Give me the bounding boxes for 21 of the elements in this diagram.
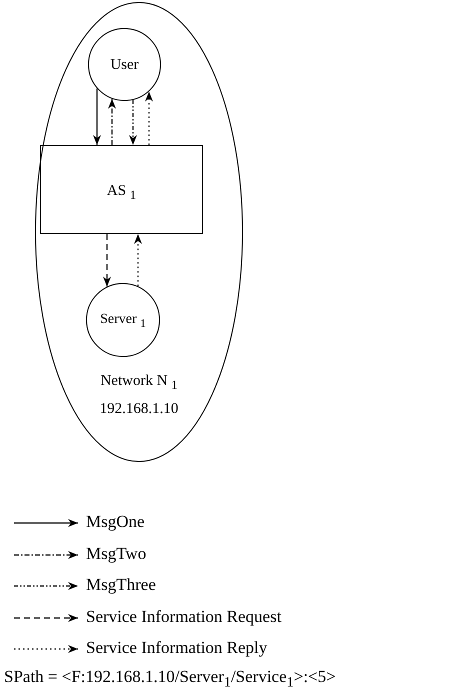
arrow — [108, 98, 116, 145]
arrow — [103, 234, 111, 287]
network-name: Network N $_{1}$ — [100, 372, 178, 394]
node-circle — [86, 283, 160, 357]
arrow — [129, 100, 137, 145]
arrow — [145, 92, 153, 145]
legend-text: MsgTwo — [86, 542, 146, 564]
legend-text: MsgOne — [86, 511, 145, 533]
node-label: AS $_{1}$ — [106, 182, 136, 204]
network-ellipse — [35, 2, 243, 462]
process-box — [40, 145, 203, 234]
node-label: Server $_{1}$ — [100, 311, 146, 332]
legend-text: Service Information Reply — [86, 637, 268, 659]
path-expression: SPath = <F:192.168.1.10/Server$_{1}$/Service$_{1}$>:<5> — [4, 666, 336, 691]
arrow — [93, 88, 101, 145]
arrow — [134, 234, 142, 286]
ip-address: 192.168.1.10 — [100, 400, 178, 418]
node-circle — [88, 28, 161, 101]
legend-text: MsgThree — [86, 574, 156, 596]
node-label: User — [110, 56, 139, 74]
legend-text: Service Information Request — [86, 606, 282, 628]
